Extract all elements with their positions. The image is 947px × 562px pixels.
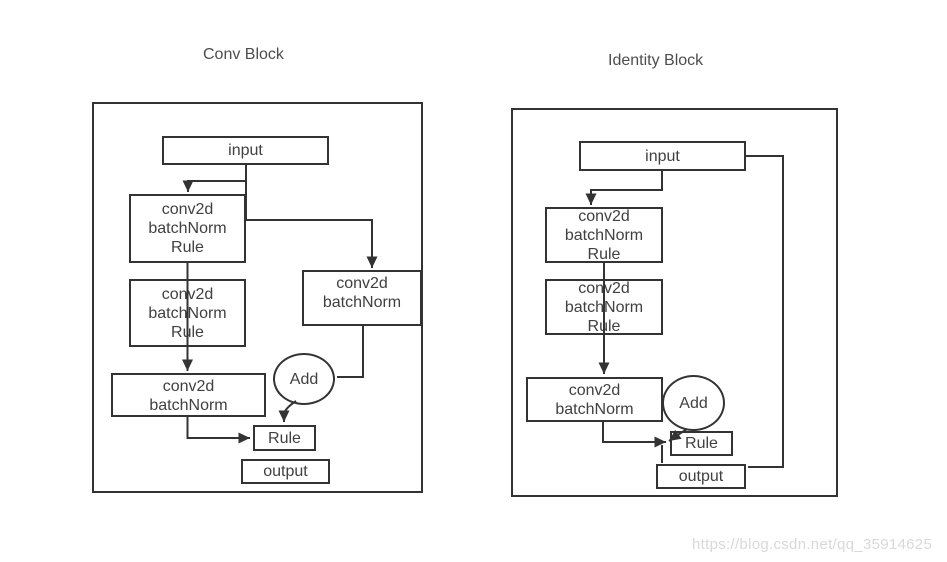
identity-block-title: Identity Block: [608, 52, 704, 69]
node-label-line: conv2d: [568, 382, 621, 399]
node-label-line: batchNorm: [564, 226, 644, 244]
node-label-line: conv2d: [162, 378, 215, 395]
conv-block-rule-node: Rule: [253, 425, 316, 451]
node-label-line: batchNorm: [322, 294, 402, 311]
node-label-line: batchNorm: [149, 397, 228, 414]
node-label: Add: [289, 370, 319, 388]
node-label: Rule: [685, 435, 718, 452]
identity-block-add-node: Add: [662, 375, 725, 431]
node-label-line: Rule: [171, 239, 204, 256]
conv-block-conv2-node: conv2d batchNorm Rule: [129, 279, 246, 347]
node-label-line: Rule: [171, 323, 204, 341]
node-label-line: conv2d: [578, 207, 630, 225]
identity-block-boundary: [511, 108, 838, 497]
node-label: input: [645, 147, 680, 165]
conv-block-boundary: [92, 102, 423, 493]
node-label-line: Rule: [587, 317, 621, 335]
conv-block-output-node: output: [241, 459, 330, 484]
node-label-line: batchNorm: [555, 401, 634, 418]
node-label-line: conv2d: [578, 279, 630, 297]
node-label-line: conv2d: [336, 275, 388, 292]
node-label-line: conv2d: [161, 201, 214, 218]
identity-block-conv2-node: conv2d batchNorm Rule: [545, 279, 663, 335]
conv-block-conv1-node: conv2d batchNorm Rule: [129, 194, 246, 263]
conv-block-add-node: Add: [273, 353, 335, 405]
node-label: Rule: [268, 429, 301, 447]
conv-block-shortcut-conv-node: conv2d batchNorm: [302, 270, 422, 326]
node-label-line: Rule: [587, 245, 621, 263]
identity-block-conv3-node: conv2d batchNorm: [526, 377, 663, 422]
node-label-line: batchNorm: [564, 298, 644, 316]
node-label: output: [678, 468, 724, 485]
conv-block-input-node: input: [162, 136, 329, 165]
node-label-line: batchNorm: [148, 220, 227, 237]
conv-block-title: Conv Block: [203, 46, 284, 63]
node-label-line: batchNorm: [148, 304, 227, 322]
node-label-line: conv2d: [161, 285, 214, 303]
identity-block-conv1-node: conv2d batchNorm Rule: [545, 207, 663, 263]
node-label: input: [228, 142, 263, 159]
conv-block-conv3-node: conv2d batchNorm: [111, 373, 266, 417]
node-label: Add: [679, 394, 708, 412]
node-label: output: [263, 463, 308, 480]
csdn-watermark: https://blog.csdn.net/qq_35914625: [692, 536, 933, 553]
identity-block-rule-node: Rule: [670, 431, 733, 456]
identity-block-output-node: output: [656, 464, 746, 489]
identity-block-input-node: input: [579, 141, 746, 171]
